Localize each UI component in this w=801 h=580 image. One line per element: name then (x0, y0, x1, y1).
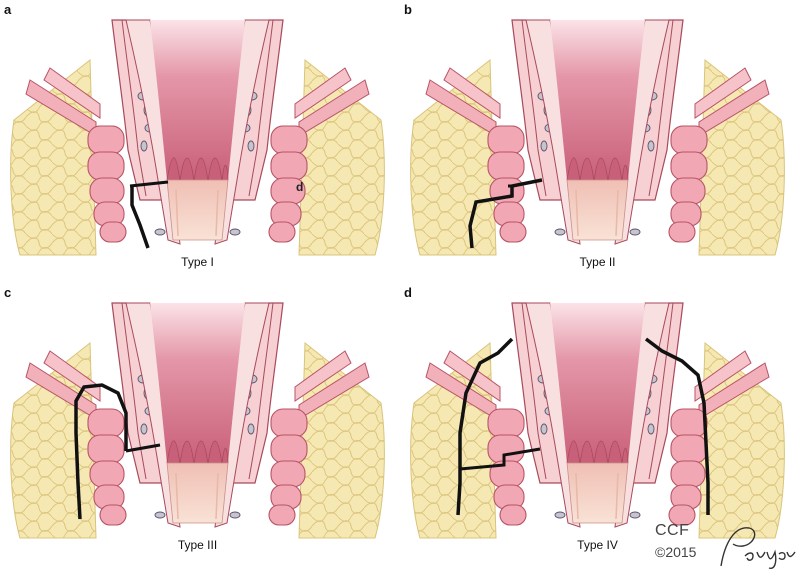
fistula-tract-d (456, 337, 710, 516)
fistula-tract-c (74, 383, 161, 520)
panel-label-d: d (404, 285, 412, 300)
panel-caption-a: Type I (181, 255, 214, 269)
panel-a: a d Type I (0, 0, 395, 280)
panel-label-b: b (404, 2, 412, 17)
copyright-credit: CCF ©2015 (655, 522, 800, 578)
panel-d: d Type IV (400, 283, 795, 563)
credit-org: CCF (655, 522, 690, 539)
panel-label-c: c (4, 285, 12, 300)
artist-signature (720, 527, 796, 569)
panel-caption-b: Type II (579, 255, 616, 269)
panel-label-a: a (4, 2, 12, 17)
credit-year: ©2015 (655, 544, 697, 560)
fistula-tract-b (468, 178, 543, 249)
marker-d: d (296, 180, 304, 194)
panel-caption-c: Type III (177, 538, 218, 552)
fistula-tract-a (129, 180, 169, 249)
panel-c: c Type III (0, 283, 395, 563)
panel-b: b Type II (400, 0, 795, 280)
panel-caption-d: Type IV (577, 538, 618, 552)
